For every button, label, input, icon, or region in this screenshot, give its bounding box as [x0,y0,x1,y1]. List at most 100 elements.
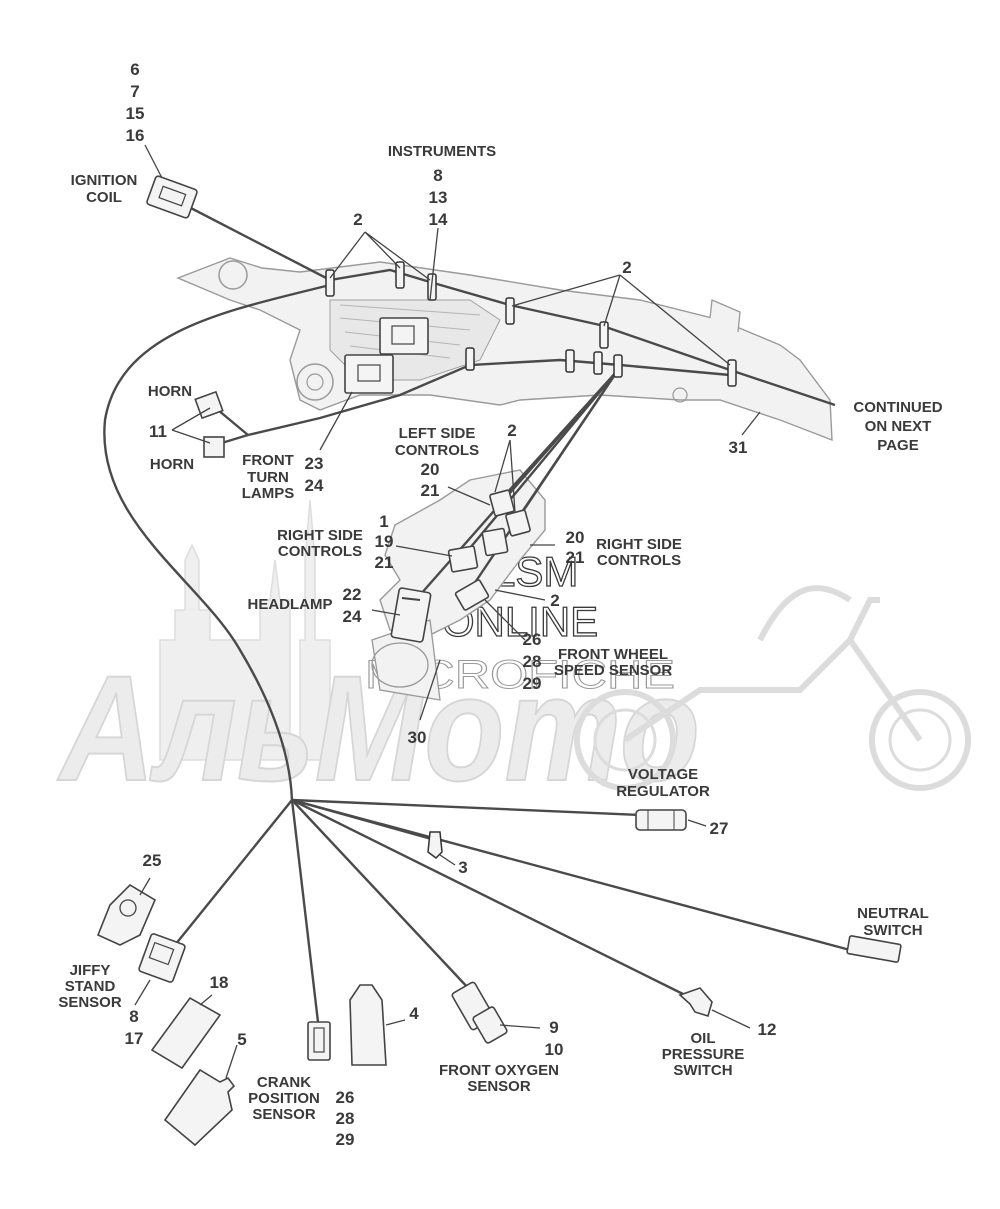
front-turn-num-2: 24 [305,476,324,495]
left-side-num-2: 21 [421,481,440,500]
watermark-motorcycle-graphic [574,585,971,791]
crank-num-2: 28 [336,1109,355,1128]
front-oxygen-sensor-label-1: FRONT OXYGEN [439,1062,559,1079]
main-harness-wires [103,203,851,1023]
harness-num: 31 [729,438,748,457]
neutral-switch-part [846,935,902,963]
continued-label-1: CONTINUED [853,399,942,416]
voltage-regulator-label-1: VOLTAGE [628,766,698,783]
front-oxygen-sensor-part [451,981,508,1044]
part-25-sensor [96,883,157,946]
jiffy-stand-label-3: SENSOR [58,994,122,1011]
wheel-speed-num-1: 26 [523,630,542,649]
part-5-bottle [163,1068,236,1147]
instruments-label: INSTRUMENTS [388,143,496,160]
oil-pressure-num: 12 [758,1020,777,1039]
front-turn-num-1: 23 [305,454,324,473]
jiffy-num-1: 8 [129,1007,138,1026]
jiffy-num-2: 17 [125,1029,144,1048]
oil-pressure-switch-part [678,987,713,1018]
oxygen-num-2: 10 [545,1040,564,1059]
left-side-controls-label-1: LEFT SIDE [399,425,476,442]
headlamp-connector-part [390,587,432,643]
crank-position-label-2: POSITION [248,1090,320,1107]
continued-label-2: ON NEXT [865,418,932,435]
ignition-coil-label-1: IGNITION [71,172,138,189]
right-side-controls-right-label-2: CONTROLS [597,552,681,569]
clip-3-part [427,831,443,859]
jiffy-stand-sensor-part [138,933,186,983]
left-side-num-1: 20 [421,460,440,479]
crank-position-sensor-part [307,1021,331,1061]
front-turn-lamps-label-1: FRONT [242,452,294,469]
crank-num-3: 29 [336,1130,355,1149]
front-wheel-speed-sensor-label-2: SPEED SENSOR [554,662,673,679]
right-side-left-num-1: 1 [379,512,388,531]
part-4-bottle [349,984,387,1066]
horn-bottom-label: HORN [150,456,194,473]
part-4-num: 4 [409,1004,419,1023]
harness-clips [325,261,737,387]
clip-3-num: 3 [458,858,467,877]
right-side-controls-left-label-2: CONTROLS [278,543,362,560]
part-18-num: 18 [210,973,229,992]
instruments-num-3: 14 [429,210,448,229]
clip-left-num: 2 [353,210,362,229]
clip-right-num: 2 [622,258,631,277]
leader-lines [134,144,761,1079]
horn-connectors-part [194,390,225,458]
oxygen-num-1: 9 [549,1018,558,1037]
instruments-num-2: 13 [429,188,448,207]
oil-pressure-label-3: SWITCH [673,1062,732,1079]
front-turn-lamps-connector-part [344,354,394,394]
part-25-num: 25 [143,851,162,870]
continued-label-3: PAGE [877,437,918,454]
right-side-controls-right-label-1: RIGHT SIDE [596,536,682,553]
part-5-num: 5 [237,1030,246,1049]
ignition-coil-part [146,175,198,219]
oil-pressure-label-2: PRESSURE [662,1046,745,1063]
part-18-connector [150,996,222,1070]
right-side-controls-left-label-1: RIGHT SIDE [277,527,363,544]
ignition-coil-num-2: 7 [130,82,139,101]
crank-position-label-1: CRANK [257,1074,311,1091]
frame-backbone [176,257,833,442]
handlebar-controls-connectors [447,489,531,611]
voltage-regulator-part [635,809,687,831]
clip-controls-num: 2 [507,421,516,440]
right-side-right-num-1: 20 [566,528,585,547]
ignition-coil-num-3: 15 [126,104,145,123]
oil-pressure-label-1: OIL [691,1030,716,1047]
voltage-regulator-num: 27 [710,819,729,838]
headlamp-label: HEADLAMP [248,596,333,613]
front-turn-lamps-label-3: LAMPS [242,485,295,502]
left-side-controls-label-2: CONTROLS [395,442,479,459]
neutral-switch-label-1: NEUTRAL [857,905,929,922]
front-turn-lamps-label-2: TURN [247,469,289,486]
instruments-connector-part [379,317,429,355]
watermark-line2: ONLINE [442,598,598,645]
neutral-switch-label-2: SWITCH [863,922,922,939]
right-side-right-num-2: 21 [566,548,585,567]
crank-position-label-3: SENSOR [252,1106,316,1123]
right-side-left-num-2: 19 [375,532,394,551]
callout-labels: 6 7 15 16 IGNITION COIL INSTRUMENTS 8 13… [58,60,942,1149]
jiffy-stand-label-2: STAND [65,978,116,995]
crank-num-1: 26 [336,1088,355,1107]
horn-top-label: HORN [148,383,192,400]
wheel-speed-num-2: 28 [523,652,542,671]
ignition-coil-num-4: 16 [126,126,145,145]
ignition-coil-label-2: COIL [86,189,122,206]
fork-num: 30 [408,728,427,747]
wheel-speed-num-3: 29 [523,674,542,693]
horn-num: 11 [149,422,167,441]
right-side-left-num-3: 21 [375,553,394,572]
ignition-coil-num-1: 6 [130,60,139,79]
front-oxygen-sensor-label-2: SENSOR [467,1078,531,1095]
clip-lower-num: 2 [550,591,559,610]
voltage-regulator-label-2: REGULATOR [616,783,710,800]
watermark-spire-graphic [299,499,331,761]
headlamp-num-1: 22 [343,585,362,604]
instruments-num-1: 8 [433,166,442,185]
